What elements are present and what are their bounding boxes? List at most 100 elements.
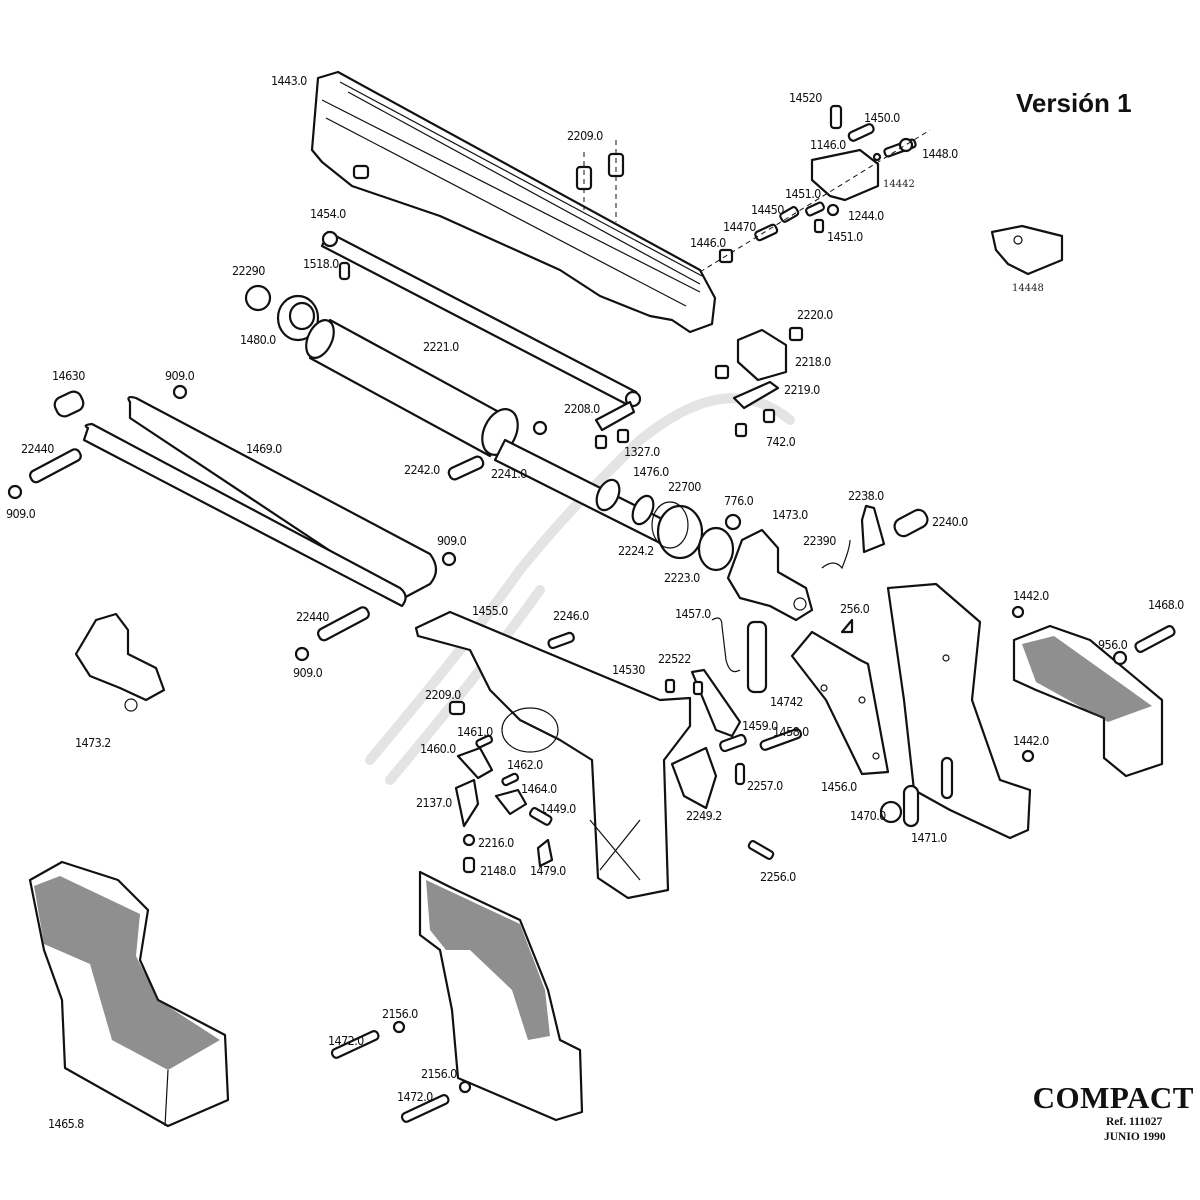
reference-number: Ref. 111027 xyxy=(1106,1116,1163,1128)
part-clip-909 xyxy=(172,384,188,400)
part-label: 1327.0 xyxy=(624,444,660,459)
part-label: 2242.0 xyxy=(404,462,440,477)
part-spring-2239 xyxy=(821,539,851,570)
part-label: 1476.0 xyxy=(633,464,669,479)
part-label: 956.0 xyxy=(1098,637,1128,652)
part-cylinder-2221 xyxy=(305,318,519,458)
part-label: 2209.0 xyxy=(567,128,603,143)
part-label: 2148.0 xyxy=(480,863,516,878)
part-label: 1459.0 xyxy=(742,718,778,733)
part-screw-1518 xyxy=(338,261,351,281)
part-label: 776.0 xyxy=(724,493,754,508)
publication-date: JUNIO 1990 xyxy=(1104,1131,1166,1143)
part-label: 1442.0 xyxy=(1013,733,1049,748)
part-pin-2242 xyxy=(447,455,485,481)
part-label: 14742 xyxy=(770,694,803,709)
part-label: 1457.0 xyxy=(675,606,711,621)
part-bushing-2229 xyxy=(244,284,272,312)
part-sideplate-1456 xyxy=(790,630,890,776)
part-clip-909 xyxy=(441,551,457,567)
part-label: 909.0 xyxy=(165,368,195,383)
part-label: 1461.0 xyxy=(457,724,493,739)
part-label: 2257.0 xyxy=(747,778,783,793)
part-label: 2238.0 xyxy=(848,488,884,503)
part-tube xyxy=(493,438,682,550)
part-clip-909 xyxy=(7,484,23,500)
part-bushing-1463 xyxy=(53,390,85,418)
part-label: 22522 xyxy=(658,651,691,666)
part-label: 1470.0 xyxy=(850,808,886,823)
part-cam-2238 xyxy=(860,504,886,554)
part-label: 2246.0 xyxy=(553,608,589,623)
part-label: 2156.0 xyxy=(382,1006,418,1021)
part-label: 1472.0 xyxy=(328,1033,364,1048)
part-label: 1451.0 xyxy=(785,186,821,201)
part-label: 22440 xyxy=(296,609,329,624)
part-screw-256 xyxy=(840,618,854,634)
part-label: 22390 xyxy=(803,533,836,548)
part-label: 1450.0 xyxy=(864,110,900,125)
part-label: 2220.0 xyxy=(797,307,833,322)
part-label: 2240.0 xyxy=(932,514,968,529)
part-label: 14450 xyxy=(751,202,784,217)
part-label: 2156.0 xyxy=(421,1066,457,1081)
part-label: 2209.0 xyxy=(425,687,461,702)
part-label: 1448.0 xyxy=(922,146,958,161)
part-label: 1471.0 xyxy=(911,830,947,845)
part-label: 2137.0 xyxy=(416,795,452,810)
part-frame-1455 xyxy=(414,610,692,900)
part-trigger-mechanism xyxy=(664,617,803,860)
part-label: 909.0 xyxy=(437,533,467,548)
part-pin-2244-left xyxy=(29,448,82,484)
part-label: 2216.0 xyxy=(478,835,514,850)
part-label: 14448 xyxy=(1012,283,1044,294)
part-label: 2241.0 xyxy=(491,466,527,481)
part-sear-assembly xyxy=(714,326,804,438)
part-washer xyxy=(532,420,548,436)
part-label: 256.0 xyxy=(840,601,870,616)
part-label: 1468.0 xyxy=(1148,597,1184,612)
part-grip-center xyxy=(330,870,584,1123)
part-label: 1472.0 xyxy=(397,1089,433,1104)
part-label: 909.0 xyxy=(6,506,36,521)
part-label: 1454.0 xyxy=(310,206,346,221)
part-linkage-1469 xyxy=(82,396,438,608)
part-bracket-2208 xyxy=(594,400,636,450)
part-rear-sight-14442 xyxy=(699,104,931,273)
part-label: 22290 xyxy=(232,263,265,278)
part-label: 1464.0 xyxy=(521,781,557,796)
part-label: 1458.0 xyxy=(773,724,809,739)
part-label: 1473.2 xyxy=(75,735,111,750)
part-label: 1518.0 xyxy=(303,256,339,271)
part-label: 909.0 xyxy=(293,665,323,680)
part-label: 1462.0 xyxy=(507,757,543,772)
part-piston-1480 xyxy=(276,294,320,342)
part-sight-14448 xyxy=(990,224,1064,276)
part-label: 2223.0 xyxy=(664,570,700,585)
part-hammer-1473 xyxy=(726,528,814,622)
part-label: 14442 xyxy=(883,179,915,190)
part-label: 1469.0 xyxy=(246,441,282,456)
part-label: 1465.8 xyxy=(48,1116,84,1131)
part-label: 2208.0 xyxy=(564,401,600,416)
part-label: 742.0 xyxy=(766,434,796,449)
part-grip-right xyxy=(886,582,1176,840)
part-trigger-group xyxy=(448,700,554,874)
part-spacer-776 xyxy=(724,513,742,531)
part-label: 1446.0 xyxy=(690,235,726,250)
part-label: 2249.2 xyxy=(686,808,722,823)
part-screw-2246 xyxy=(547,631,575,650)
part-label: 22440 xyxy=(21,441,54,456)
part-bushing-2240 xyxy=(893,508,929,538)
part-label: 1460.0 xyxy=(420,741,456,756)
part-label: 1443.0 xyxy=(271,73,307,88)
watermark xyxy=(365,393,795,785)
part-label: 2256.0 xyxy=(760,869,796,884)
part-hammer-1473-2 xyxy=(74,612,166,712)
version-label: Versión 1 xyxy=(1016,88,1132,118)
part-label: 1473.0 xyxy=(772,507,808,522)
part-label: 2218.0 xyxy=(795,354,831,369)
part-label: 1455.0 xyxy=(472,603,508,618)
part-grip-1465-8 xyxy=(28,860,230,1128)
